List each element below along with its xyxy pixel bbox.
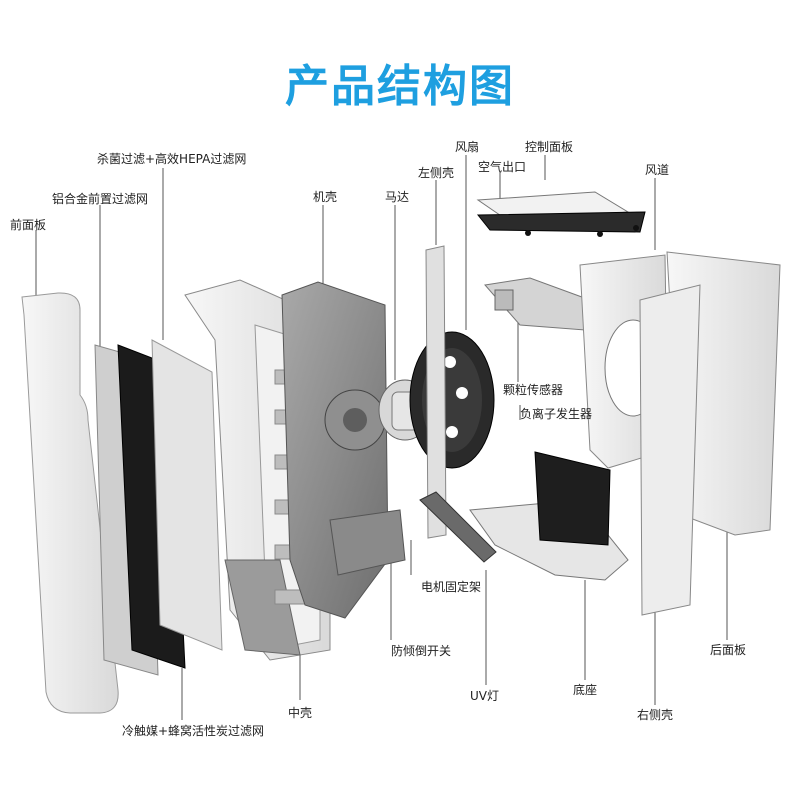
label-anion-generator: 负离子发生器 xyxy=(520,407,593,421)
hepa-filter-shape xyxy=(151,339,223,651)
label-right-shell: 右侧壳 xyxy=(637,708,674,722)
label-control-panel: 控制面板 xyxy=(525,140,574,154)
right-shell-shape xyxy=(639,284,701,616)
diagram-title: 产品结构图 xyxy=(285,61,515,112)
label-air-outlet: 空气出口 xyxy=(478,160,527,174)
front-panel-shape xyxy=(21,292,119,714)
label-uv-lamp: UV灯 xyxy=(470,689,499,703)
label-particle-sensor: 颗粒传感器 xyxy=(503,383,564,397)
label-casing: 机壳 xyxy=(313,190,338,204)
label-alu-prefilter: 铝合金前置过滤网 xyxy=(52,192,149,206)
label-air-duct: 风道 xyxy=(645,163,670,177)
base-shape xyxy=(469,451,629,581)
label-motor: 马达 xyxy=(385,190,410,204)
label-tilt-switch: 防倾倒开关 xyxy=(391,644,452,658)
label-hepa-filter: 杀菌过滤+高效HEPA过滤网 xyxy=(97,152,247,166)
left-shell-shape xyxy=(425,245,447,539)
control-panel-shape xyxy=(476,191,646,237)
motor-bracket-shape xyxy=(329,509,406,576)
label-fan: 风扇 xyxy=(455,140,480,154)
leader-lines xyxy=(35,155,728,720)
label-cold-catalyst: 冷触媒+蜂窝活性炭过滤网 xyxy=(122,724,265,738)
label-left-shell: 左侧壳 xyxy=(418,166,455,180)
label-mid-shell: 中壳 xyxy=(288,706,313,720)
label-base: 底座 xyxy=(573,683,598,697)
label-front-panel: 前面板 xyxy=(10,218,47,232)
label-rear-panel: 后面板 xyxy=(710,643,747,657)
uv-lamp-shape xyxy=(419,491,497,563)
fan-shape xyxy=(409,331,495,469)
label-motor-bracket: 电机固定架 xyxy=(421,580,482,594)
